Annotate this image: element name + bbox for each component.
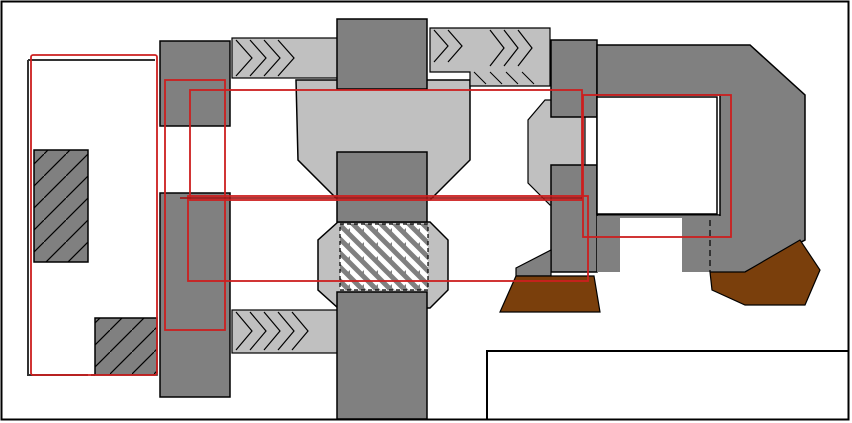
upper-right-passage: [429, 27, 551, 87]
right-inner-opening: [596, 96, 718, 215]
central-column-top: [336, 18, 428, 90]
right-pillar-bottom: [550, 164, 598, 273]
brown-ramp-left: [499, 275, 601, 313]
left-pillars: [159, 40, 231, 398]
top-passage: [231, 37, 339, 79]
red-overlay-rectangles: [30, 54, 732, 376]
right-lower-gap-1: [620, 218, 682, 272]
central-column-middle: [336, 151, 428, 223]
right-pillar-top: [550, 39, 598, 118]
central-column-bottom: [336, 291, 428, 420]
brown-ramp-right: [709, 239, 821, 306]
right-angled-structure: [596, 44, 806, 273]
hatched-block-left-upper: [33, 149, 89, 263]
hatched-block-left-lower: [94, 317, 158, 376]
bottom-right-bracket: [486, 350, 848, 419]
bottom-passage: [231, 309, 339, 354]
hatched-central-core: [339, 223, 429, 291]
